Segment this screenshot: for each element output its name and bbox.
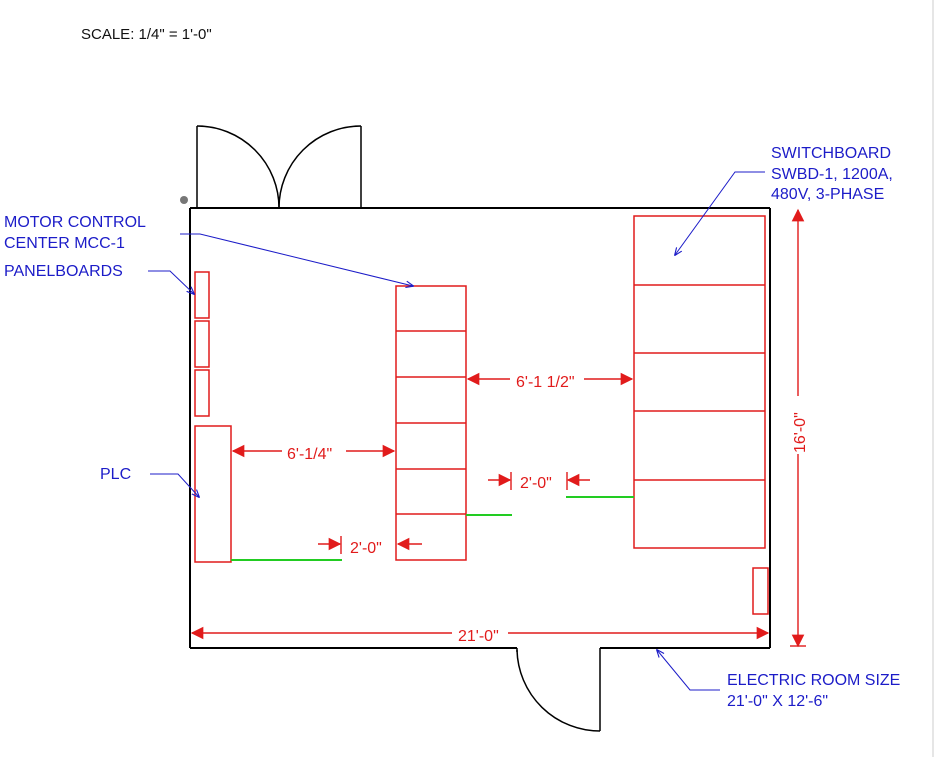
dimension-clearance-right: [488, 472, 590, 490]
plc-cabinet: [194, 425, 232, 563]
mcc-label: MOTOR CONTROL CENTER MCC-1: [4, 214, 146, 252]
switchboard-label-line-3: 480V, 3-PHASE: [771, 186, 884, 203]
leader-room-size: [657, 650, 720, 691]
scale-label: SCALE: 1/4" = 1'-0": [81, 26, 212, 43]
dim-clearance-left-label: 2'-0": [350, 540, 382, 557]
switchboard-label-line-2: SWBD-1, 1200A,: [771, 166, 893, 183]
double-door-top: [196, 125, 362, 209]
switchboard-label: SWITCHBOARD SWBD-1, 1200A, 480V, 3-PHASE: [771, 145, 893, 203]
panelboards: [194, 271, 210, 417]
plc-label: PLC: [100, 466, 131, 483]
dimension-clearance-left: [318, 536, 422, 554]
motor-control-center-mcc-1: [395, 285, 467, 561]
room-size-label-line-1: ELECTRIC ROOM SIZE: [727, 672, 900, 689]
dim-room-height-label: 16'-0": [792, 412, 809, 453]
switchboard-label-line-1: SWITCHBOARD: [771, 145, 891, 162]
wall-marker-icon: [180, 196, 188, 204]
leader-mcc: [180, 233, 413, 286]
door-bottom: [516, 648, 601, 732]
dim-room-width-label: 21'-0": [458, 628, 499, 645]
dim-clearance-right-label: 2'-0": [520, 475, 552, 492]
mcc-label-line-2: CENTER MCC-1: [4, 235, 125, 252]
wall-panel-bottom-right: [752, 567, 769, 615]
clearance-lines: [231, 496, 634, 561]
dimension-plc-to-mcc: 6'-1/4": [231, 443, 396, 463]
room-size-label: ELECTRIC ROOM SIZE 21'-0" X 12'-6": [727, 672, 900, 710]
panelboards-label: PANELBOARDS: [4, 263, 123, 280]
leader-switchboard: [675, 171, 765, 255]
dimension-room-width: 21'-0": [190, 625, 770, 645]
annotation-leaders: [148, 171, 765, 691]
dimension-mcc-to-swbd: 6'-1 1/2": [466, 371, 634, 391]
dimension-room-height: 16'-0": [790, 208, 809, 648]
leader-panelboards: [148, 270, 194, 294]
room-walls: [189, 207, 771, 649]
leader-plc: [150, 473, 199, 497]
dim-mcc-to-swbd-label: 6'-1 1/2": [516, 374, 575, 391]
mcc-label-line-1: MOTOR CONTROL: [4, 214, 146, 231]
switchboard-swbd-1: [633, 215, 766, 549]
dim-plc-to-mcc-label: 6'-1/4": [287, 446, 332, 463]
room-size-label-line-2: 21'-0" X 12'-6": [727, 693, 828, 710]
